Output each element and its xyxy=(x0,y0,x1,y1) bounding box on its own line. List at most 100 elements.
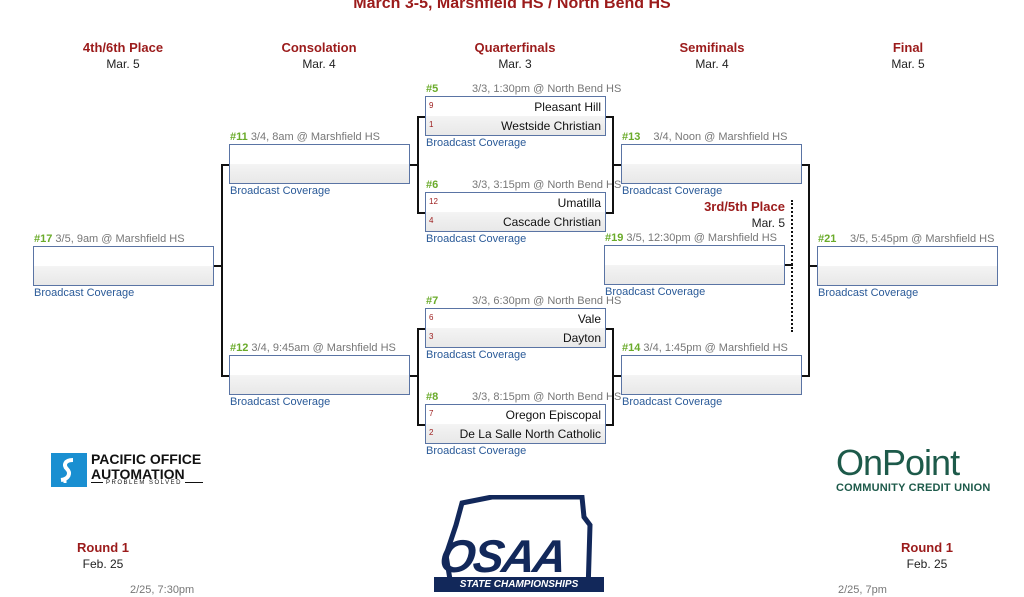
team-slot[interactable] xyxy=(622,164,801,183)
round-date: Feb. 25 xyxy=(82,557,124,571)
game-11-box[interactable] xyxy=(229,144,410,184)
game-13-info: #13 3/4, Noon @ Marshfield HS xyxy=(622,131,787,144)
broadcast-link[interactable]: Broadcast Coverage xyxy=(622,185,723,197)
broadcast-link[interactable]: Broadcast Coverage xyxy=(622,396,723,408)
team-slot[interactable]: 4 Cascade Christian xyxy=(426,212,605,231)
round-date: Mar. 4 xyxy=(695,57,729,71)
team-slot[interactable]: 9 Pleasant Hill xyxy=(426,97,605,116)
team-slot[interactable] xyxy=(605,246,784,265)
game-5-info: #5 3/3, 1:30pm @ North Bend HS xyxy=(426,83,621,96)
round-name: Final xyxy=(892,40,924,55)
team-slot[interactable] xyxy=(34,247,213,266)
seed: 4 xyxy=(429,216,434,225)
game-schedule: 3/3, 1:30pm @ North Bend HS xyxy=(471,83,622,95)
pacific-office-automation-logo[interactable]: PACIFIC OFFICE AUTOMATION PROBLEM SOLVED xyxy=(51,452,211,492)
team-slot[interactable] xyxy=(230,145,409,164)
game-14-box[interactable] xyxy=(621,355,802,395)
game-21-box[interactable] xyxy=(817,246,998,286)
connector xyxy=(221,375,229,377)
osaa-wordmark: OSAA xyxy=(436,530,569,582)
page-title: March 3-5, Marshfield HS / North Bend HS xyxy=(353,0,671,12)
team-slot[interactable]: 7 Oregon Episcopal xyxy=(426,405,605,424)
game-schedule: 3/4, Noon @ Marshfield HS xyxy=(653,131,788,143)
team-slot[interactable] xyxy=(622,145,801,164)
team-slot[interactable] xyxy=(818,247,997,266)
round-date: Mar. 5 xyxy=(751,216,785,230)
game-number: #7 xyxy=(426,295,439,307)
team-slot[interactable] xyxy=(34,266,213,285)
onpoint-logo[interactable]: OnPoint COMMUNITY CREDIT UNION xyxy=(836,444,996,500)
team-slot[interactable]: 1 Westside Christian xyxy=(426,116,605,135)
broadcast-link[interactable]: Broadcast Coverage xyxy=(230,185,331,197)
sponsor-line2: AUTOMATION xyxy=(91,466,185,482)
team-slot[interactable] xyxy=(230,164,409,183)
game-7-box[interactable]: 6 Vale 3 Dayton xyxy=(425,308,606,348)
seed: 2 xyxy=(429,428,434,437)
team-name: Dayton xyxy=(562,331,601,345)
game-21-info: #21 3/5, 5:45pm @ Marshfield HS xyxy=(818,233,994,246)
osaa-state-championships-logo: OSAA STATE CHAMPIONSHIPS xyxy=(432,495,607,592)
game-19-box[interactable] xyxy=(604,245,785,285)
team-slot[interactable] xyxy=(230,356,409,375)
round-header-final: Final Mar. 5 xyxy=(838,40,978,72)
team-slot[interactable] xyxy=(230,375,409,394)
game-8-info: #8 3/3, 8:15pm @ North Bend HS xyxy=(426,391,621,404)
round-header-quarterfinals: Quarterfinals Mar. 3 xyxy=(445,40,585,72)
broadcast-link[interactable]: Broadcast Coverage xyxy=(426,233,527,245)
broadcast-link[interactable]: Broadcast Coverage xyxy=(426,445,527,457)
game-12-box[interactable] xyxy=(229,355,410,395)
team-slot[interactable] xyxy=(605,265,784,284)
round-name: Round 1 xyxy=(901,540,953,555)
team-slot[interactable]: 6 Vale xyxy=(426,309,605,328)
connector xyxy=(214,265,223,267)
team-slot[interactable] xyxy=(818,266,997,285)
game-14-info: #14 3/4, 1:45pm @ Marshfield HS xyxy=(622,342,788,355)
game-number: #21 xyxy=(818,233,837,245)
team-slot[interactable] xyxy=(622,375,801,394)
connector xyxy=(785,264,793,266)
round1-left-game-info: 2/25, 7:30pm xyxy=(130,584,195,596)
round-name: Quarterfinals xyxy=(474,40,556,55)
oregon-outline-icon xyxy=(443,495,593,592)
game-schedule: 3/3, 8:15pm @ North Bend HS xyxy=(471,391,622,403)
round-header-round1-left: Round 1 Feb. 25 xyxy=(33,540,173,572)
sponsor-sub: COMMUNITY CREDIT UNION xyxy=(836,482,991,494)
connector xyxy=(802,164,810,166)
team-slot[interactable] xyxy=(622,356,801,375)
connector xyxy=(606,424,614,426)
connector xyxy=(606,116,614,118)
osaa-subtitle: STATE CHAMPIONSHIPS xyxy=(434,577,604,592)
broadcast-link[interactable]: Broadcast Coverage xyxy=(426,137,527,149)
broadcast-link[interactable]: Broadcast Coverage xyxy=(818,287,919,299)
game-number: #11 xyxy=(230,131,248,143)
game-8-box[interactable]: 7 Oregon Episcopal 2 De La Salle North C… xyxy=(425,404,606,444)
game-number: #8 xyxy=(426,391,439,403)
seed: 7 xyxy=(429,409,434,418)
game-13-box[interactable] xyxy=(621,144,802,184)
connector xyxy=(221,164,223,377)
team-slot[interactable]: 2 De La Salle North Catholic xyxy=(426,424,605,443)
game-schedule: 3/5, 12:30pm @ Marshfield HS xyxy=(626,232,777,244)
broadcast-link[interactable]: Broadcast Coverage xyxy=(605,286,706,298)
broadcast-link[interactable]: Broadcast Coverage xyxy=(426,349,527,361)
round-date: Mar. 4 xyxy=(302,57,336,71)
game-schedule: 3/4, 1:45pm @ Marshfield HS xyxy=(643,342,788,354)
team-slot[interactable]: 3 Dayton xyxy=(426,328,605,347)
game-5-box[interactable]: 9 Pleasant Hill 1 Westside Christian xyxy=(425,96,606,136)
round-name: 4th/6th Place xyxy=(82,40,164,55)
game-number: #12 xyxy=(230,342,249,354)
game-schedule: 3/3, 6:30pm @ North Bend HS xyxy=(471,295,622,307)
connector xyxy=(417,212,425,214)
sponsor-name: OnPoint xyxy=(836,442,960,483)
broadcast-link[interactable]: Broadcast Coverage xyxy=(230,396,331,408)
team-slot[interactable]: 12 Umatilla xyxy=(426,193,605,212)
seed: 12 xyxy=(429,197,438,206)
team-name: Oregon Episcopal xyxy=(505,408,601,422)
broadcast-link[interactable]: Broadcast Coverage xyxy=(34,287,135,299)
connector xyxy=(410,164,419,166)
game-schedule: 3/4, 9:45am @ Marshfield HS xyxy=(251,342,396,354)
game-17-box[interactable] xyxy=(33,246,214,286)
connector xyxy=(802,375,810,377)
game-6-box[interactable]: 12 Umatilla 4 Cascade Christian xyxy=(425,192,606,232)
round-name: Round 1 xyxy=(77,540,129,555)
